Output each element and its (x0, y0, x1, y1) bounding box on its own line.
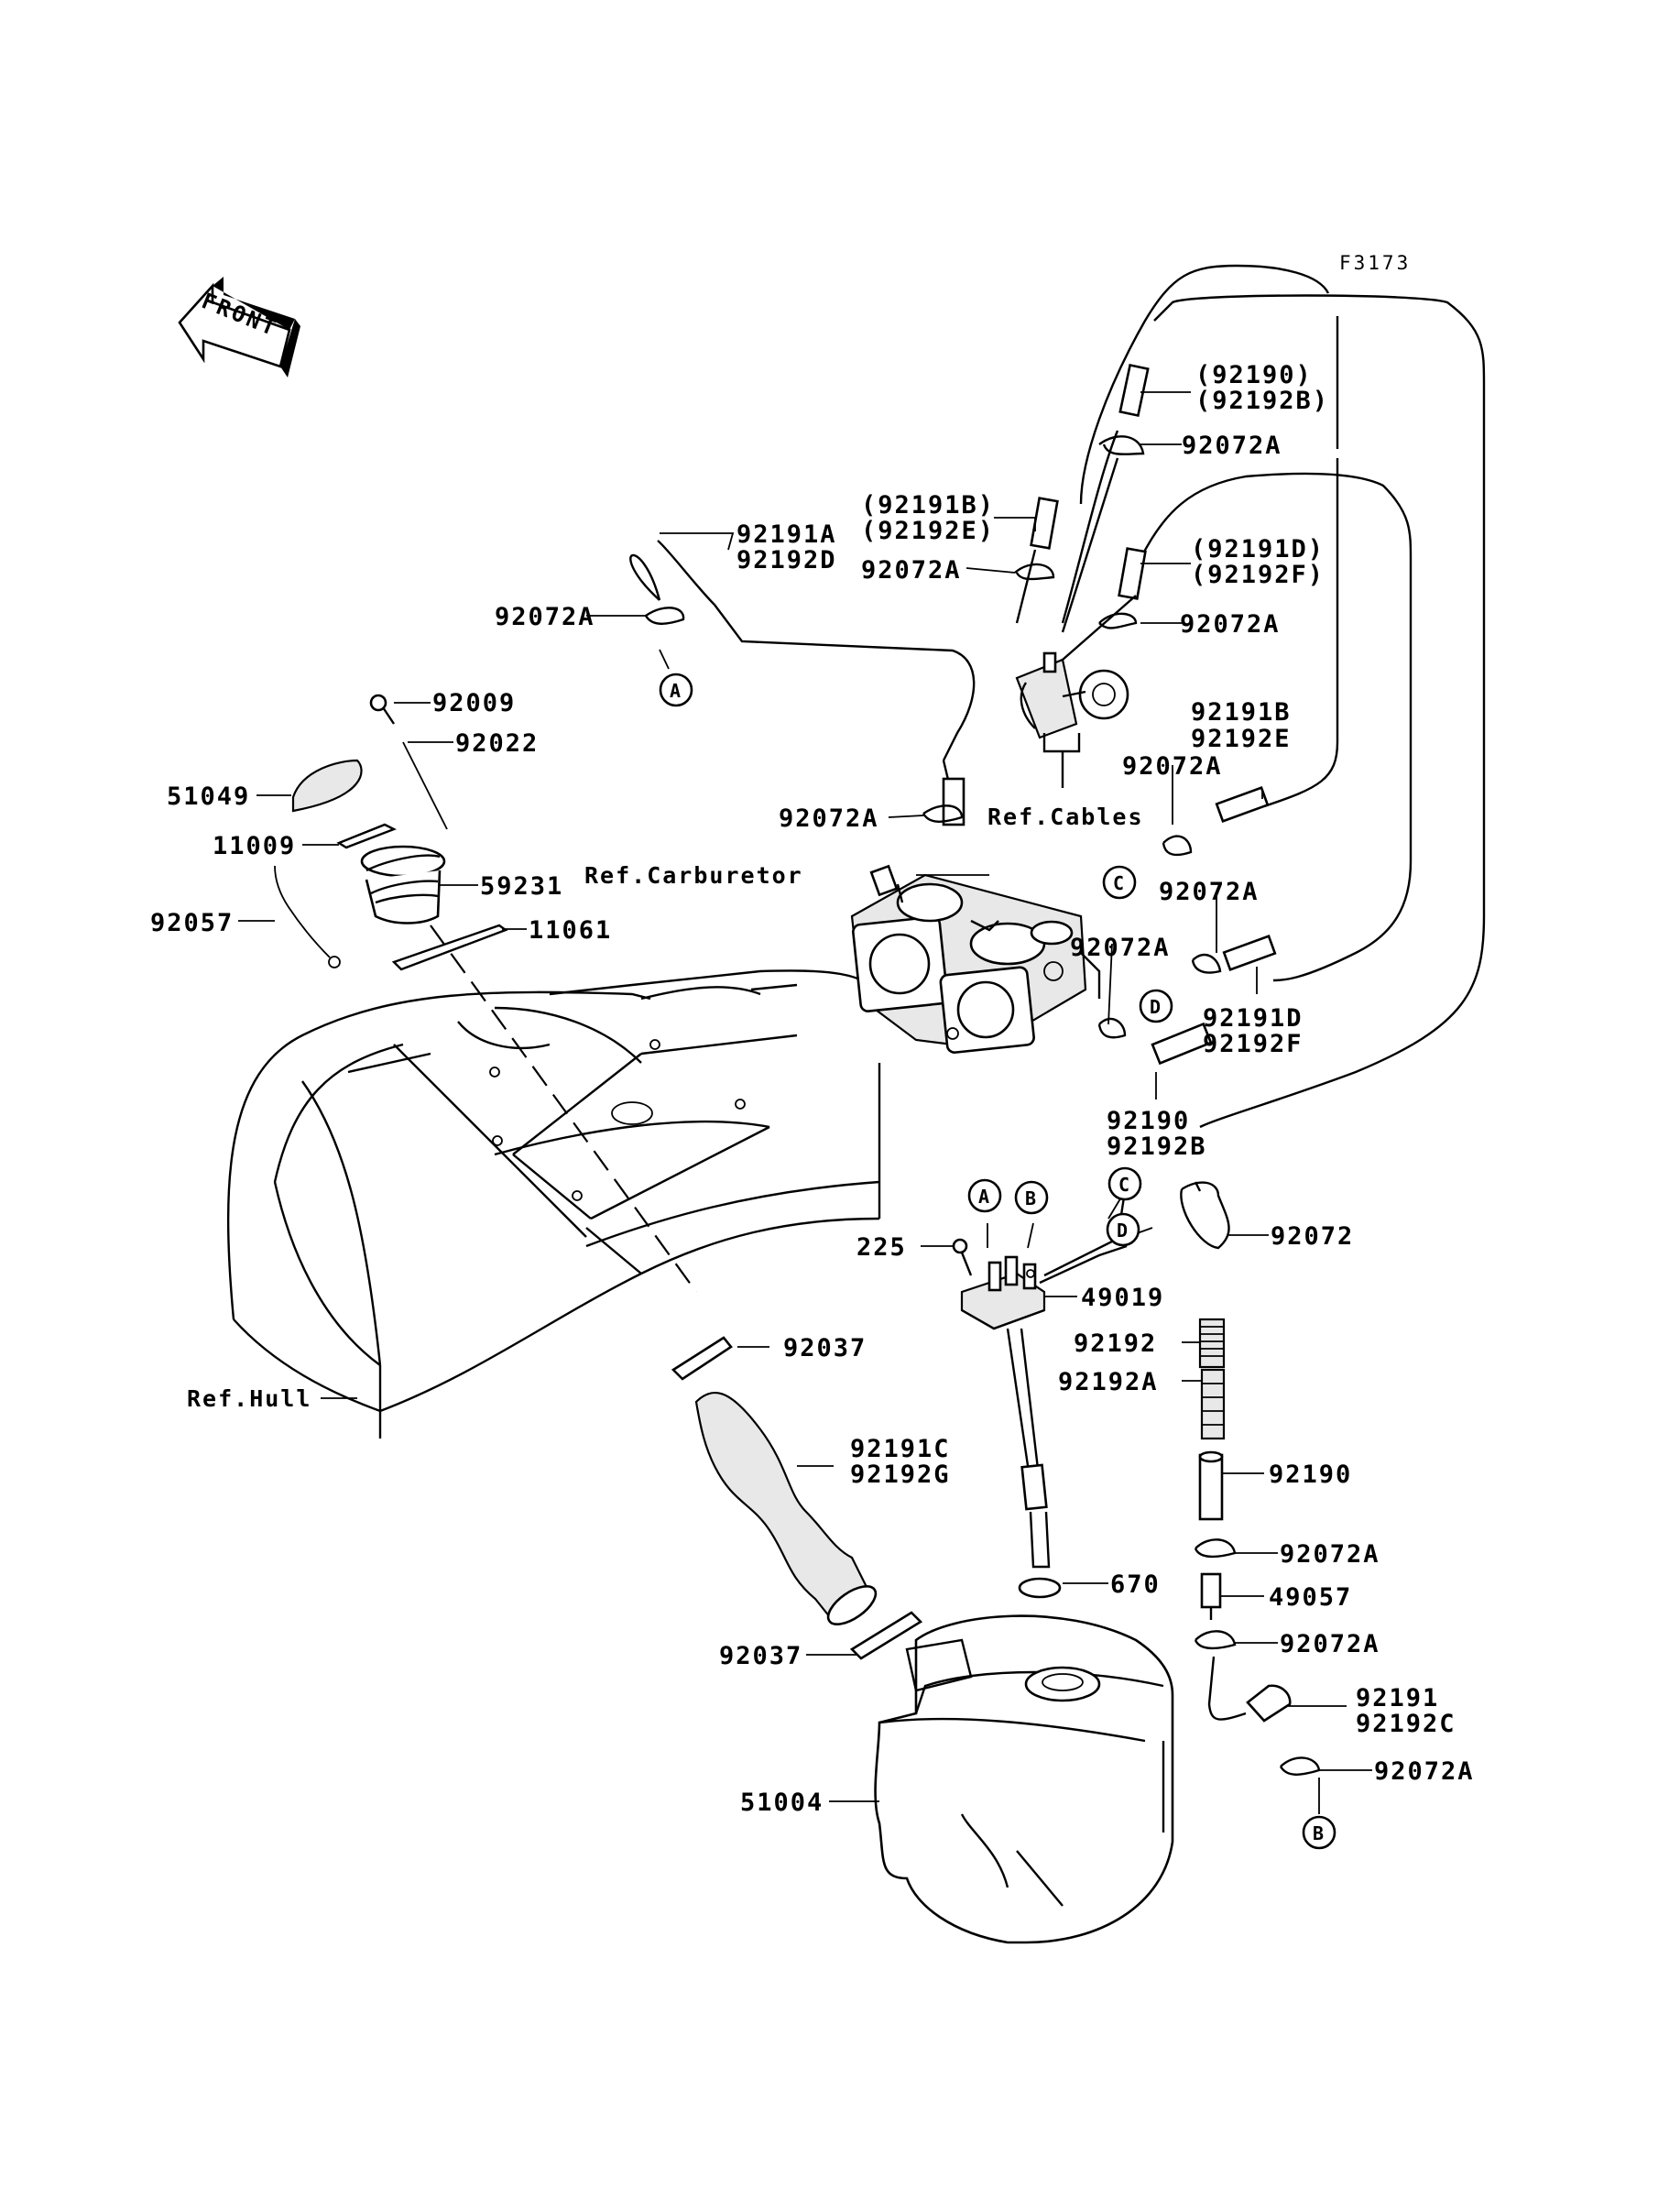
label-92191C: 92191C (850, 1435, 951, 1463)
label-92191D: 92191D (1203, 1004, 1304, 1033)
ref-cables: Ref.Cables (987, 804, 1144, 830)
label-92191: 92191 (1356, 1684, 1439, 1712)
leader-lines (238, 391, 1372, 1814)
label-92072A-lower2: 92072A (1280, 1630, 1380, 1658)
label-92192D: 92192D (736, 546, 837, 574)
label-92022: 92022 (455, 729, 539, 758)
label-49057: 49057 (1269, 1583, 1352, 1612)
label-92037-lower: 92037 (719, 1642, 802, 1670)
dashed-centerline (430, 924, 697, 1293)
circle-c-mid: C (1102, 865, 1137, 900)
label-92037-upper: 92037 (783, 1334, 867, 1362)
circle-d-pickup: D (1106, 1212, 1140, 1247)
label-92072A-left: 92072A (495, 603, 595, 631)
carburetor-assembly (850, 864, 1101, 1054)
hull-outline (226, 969, 881, 1439)
label-92192A: 92192A (1058, 1368, 1159, 1396)
circle-b-pickup: B (1014, 1180, 1049, 1215)
svg-text:A: A (670, 680, 681, 702)
svg-text:B: B (1313, 1822, 1324, 1844)
label-92072A-mid-right: 92072A (1180, 610, 1281, 639)
label-92192B: 92192B (1107, 1132, 1207, 1161)
label-92072A-carb: 92072A (779, 804, 879, 833)
label-92191B: 92191B (1191, 698, 1292, 727)
label-92072A-c: 92072A (1122, 752, 1223, 781)
label-225: 225 (856, 1233, 907, 1262)
label-51004: 51004 (740, 1789, 824, 1817)
svg-text:D: D (1117, 1220, 1128, 1242)
clamps-upper (644, 435, 1145, 823)
label-92072A-lower3: 92072A (1374, 1757, 1475, 1786)
label-59231: 59231 (480, 872, 563, 901)
vent-parts-stack (1194, 1318, 1321, 1776)
svg-text:C: C (1118, 1174, 1129, 1196)
breather-hoses (629, 264, 1486, 1129)
circle-c-pickup: C (1107, 1166, 1142, 1201)
label-92009: 92009 (432, 689, 516, 717)
label-92192: 92192 (1074, 1329, 1157, 1358)
label-92072A-d: 92072A (1159, 878, 1260, 906)
label-92072A-carb-right: 92072A (1070, 934, 1171, 962)
label-49019: 49019 (1081, 1284, 1164, 1312)
circle-d-mid: D (1139, 989, 1173, 1023)
fuel-pickup-assembly (952, 1190, 1128, 1569)
circle-a-top: A (659, 673, 693, 707)
label-92192B-paren: (92192B) (1195, 387, 1329, 415)
clamp-92072 (1180, 1181, 1230, 1250)
filler-hose-group (671, 1336, 923, 1660)
svg-text:D: D (1150, 996, 1161, 1018)
label-92191A: 92191A (736, 520, 837, 549)
label-92072A-lower1: 92072A (1280, 1540, 1380, 1569)
label-11009: 11009 (213, 832, 296, 860)
circle-b-bottom: B (1302, 1815, 1336, 1850)
fuel-pump-cables (1015, 651, 1129, 788)
label-92192E: 92192E (1191, 725, 1292, 753)
ref-hull: Ref.Hull (187, 1385, 311, 1412)
svg-text:B: B (1025, 1187, 1036, 1209)
label-92191B-paren: (92191B) (861, 491, 995, 520)
label-92192F-paren: (92192F) (1191, 561, 1325, 589)
ref-carburetor: Ref.Carburetor (584, 862, 803, 889)
front-arrow-icon: FRONT (178, 277, 300, 377)
label-11061: 11061 (529, 916, 612, 945)
figure-code: F3173 (1339, 252, 1411, 274)
filler-cap-group (274, 694, 508, 971)
svg-text:A: A (978, 1186, 989, 1208)
label-92191D-paren: (92191D) (1191, 535, 1325, 563)
label-92190-paren: (92190) (1195, 361, 1313, 389)
label-670: 670 (1110, 1570, 1161, 1599)
label-92072A-mid-left: 92072A (861, 556, 962, 585)
label-51049: 51049 (167, 782, 250, 811)
label-92192G: 92192G (850, 1461, 951, 1489)
label-92192E-paren: (92192E) (861, 517, 995, 545)
circle-a-pickup: A (967, 1178, 1002, 1213)
svg-text:C: C (1113, 872, 1124, 894)
label-92190-stack: 92190 (1269, 1461, 1352, 1489)
label-92192C: 92192C (1356, 1710, 1456, 1738)
label-92072: 92072 (1271, 1222, 1354, 1251)
label-92072A-top: 92072A (1182, 432, 1282, 460)
label-92190: 92190 (1107, 1107, 1190, 1135)
label-92057: 92057 (150, 909, 234, 937)
fuel-tank (874, 1577, 1174, 1944)
label-92192F: 92192F (1203, 1030, 1304, 1058)
